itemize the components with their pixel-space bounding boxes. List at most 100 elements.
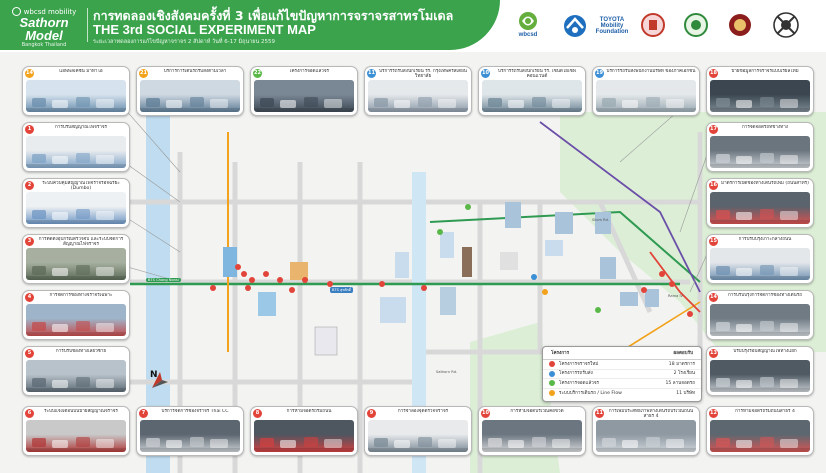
card-title: มาตรการเปิดช่องทางเดินรถเพิ่ม (ถนนสาทร) bbox=[721, 181, 809, 186]
card-number-badge: 13 bbox=[709, 349, 718, 358]
card-title: การจำลองจุดตรวจจราจร bbox=[397, 409, 449, 414]
measure-card[interactable]: 3 การติดตั้งอุปกรณ์ตรวจจับ และระบบจัดการส… bbox=[22, 234, 130, 284]
red-route bbox=[649, 251, 701, 313]
legend-row-label: โครงการจอดแล้วจร bbox=[559, 380, 600, 386]
map-markers[interactable] bbox=[210, 204, 693, 317]
thai-emblem-2[interactable] bbox=[683, 12, 709, 38]
card-title: บริการรถรับส่งพนักงานบริษัท ของภาคเอกชน bbox=[606, 69, 696, 74]
legend-swatch-green bbox=[549, 380, 555, 387]
highlight-road bbox=[412, 172, 426, 473]
page-subtitle: ระยะเวลาทดลองการแก้ไขปัญหาจราจร 2 สัปดาห… bbox=[93, 39, 276, 45]
photo-scene-icon bbox=[140, 97, 240, 112]
card-photo bbox=[368, 80, 468, 112]
police-seal-icon bbox=[729, 14, 751, 36]
card-title: บริการรถรับส่งนักเรียน รร. เซนต์โยเซฟคอน… bbox=[498, 69, 576, 79]
legend-row: โครงการรถรับส่ง 2 โรงเรียน bbox=[543, 370, 701, 379]
card-photo bbox=[710, 304, 810, 336]
thai-emblem-4[interactable] bbox=[771, 10, 801, 40]
legend-swatch-blue bbox=[549, 370, 555, 377]
card-title: การห้ามจอดรถริมถนนสาธร 4 bbox=[735, 409, 795, 414]
card-number-badge: 2 bbox=[25, 181, 34, 190]
green-seal-icon bbox=[684, 13, 708, 37]
photo-scene-icon bbox=[254, 97, 354, 112]
card-title: ป้ายข้อมูลการจราจรแบบเรียลไทม์ bbox=[731, 69, 799, 74]
card-number-badge: 3 bbox=[25, 237, 34, 246]
card-photo bbox=[482, 420, 582, 452]
government-seal-icon bbox=[641, 13, 665, 37]
photo-scene-icon bbox=[368, 97, 468, 112]
card-photo bbox=[26, 420, 126, 452]
card-number-badge: 22 bbox=[253, 69, 262, 78]
legend-row: โครงการจอดแล้วจร 15 ลานจอดรถ bbox=[543, 379, 701, 389]
card-title: ระบบแจ้งเตือนบนป้ายสัญญาณจราจร bbox=[44, 409, 118, 414]
header-divider bbox=[87, 8, 88, 42]
card-photo bbox=[596, 80, 696, 112]
card-photo bbox=[26, 192, 126, 224]
photo-scene-icon bbox=[710, 265, 810, 280]
card-title: การปรับช่องทางเลี้ยวซ้าย bbox=[55, 349, 107, 354]
photo-scene-icon bbox=[596, 437, 696, 452]
card-title: การปรับปรุงการจัดการช่องทางเดินรถ bbox=[728, 293, 802, 298]
card-photo bbox=[254, 80, 354, 112]
card-title: บริการการเดินรถรับส่งตามเวลา bbox=[163, 69, 227, 74]
card-title: แอพพลิเคชัน มาทาโอ bbox=[59, 69, 103, 74]
photo-scene-icon bbox=[710, 153, 810, 168]
card-title: การจัดจอดรถที่ข้างทาง bbox=[741, 125, 789, 130]
north-arrow: N bbox=[150, 370, 168, 388]
card-number-badge: 10 bbox=[481, 69, 490, 78]
thai-emblem-1[interactable] bbox=[640, 12, 666, 38]
wbcsd-logo[interactable]: wbcsd bbox=[514, 10, 542, 38]
mrt-purple-line bbox=[539, 121, 701, 293]
bts-station-label-2: BTS สุรศักดิ์ bbox=[330, 287, 353, 293]
wbcsd-mobility-icon bbox=[11, 7, 21, 16]
card-photo bbox=[710, 192, 810, 224]
card-number-badge: 7 bbox=[139, 409, 148, 418]
card-number-badge: 16 bbox=[709, 181, 718, 190]
legend-row-count: 18 มาตรการ bbox=[668, 361, 695, 367]
card-photo bbox=[26, 304, 126, 336]
card-title: การจัดการช่องทางจราจรเฉพาะ bbox=[49, 293, 113, 298]
road-label-silom: Silom Rd. bbox=[592, 218, 610, 222]
card-number-badge: 8 bbox=[253, 409, 262, 418]
photo-scene-icon bbox=[482, 97, 582, 112]
toyota-mobility-foundation-logo[interactable]: TOYOTA Mobility Foundation bbox=[560, 14, 631, 38]
bts-green-branch bbox=[429, 210, 701, 283]
measure-card[interactable]: 10 บริการรถรับส่งนักเรียน รร. เซนต์โยเซฟค… bbox=[478, 66, 586, 116]
photo-scene-icon bbox=[596, 97, 696, 112]
road-grid bbox=[130, 132, 703, 473]
header-band bbox=[0, 0, 500, 50]
card-title: การปรับปรุงเกาะกลางถนน bbox=[738, 237, 792, 242]
sathorn-model-logo[interactable]: wbcsd mobility Sathorn Model Bangkok Tha… bbox=[6, 7, 82, 48]
legend-row: ระบบบริการเดินรถ / Line Flow 11 บริษัท bbox=[543, 389, 701, 399]
thai-emblem-3[interactable] bbox=[727, 12, 753, 38]
card-title: การติดตั้งอุปกรณ์ตรวจจับ และระบบจัดการสั… bbox=[38, 237, 124, 247]
photo-scene-icon bbox=[254, 437, 354, 452]
brand-main-text: Sathorn Model bbox=[19, 15, 69, 43]
legend-header-project: โครงการ bbox=[551, 351, 570, 356]
card-photo bbox=[710, 420, 810, 452]
photo-scene-icon bbox=[26, 265, 126, 280]
legend-row-label: โครงการจราจรใหม่ bbox=[559, 361, 599, 367]
